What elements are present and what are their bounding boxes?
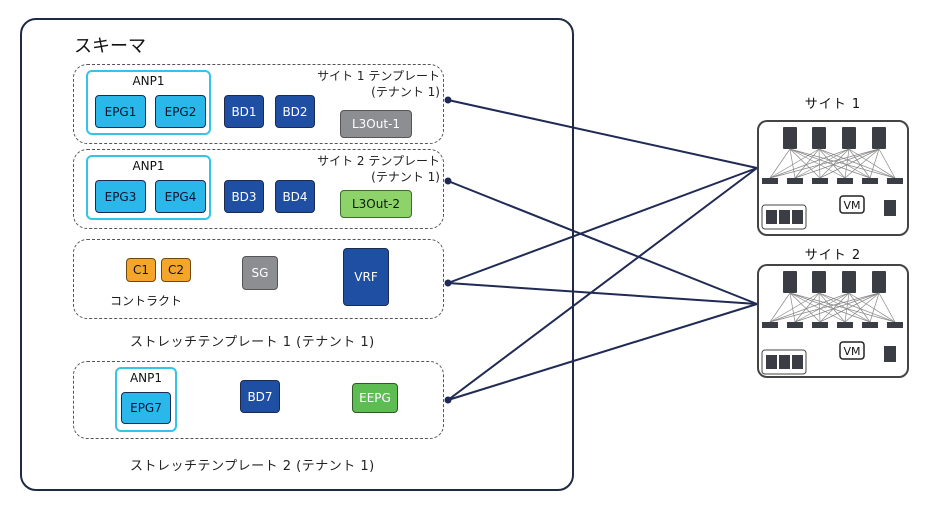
site2-vm-icon	[839, 341, 865, 360]
site1-title: サイト 1	[804, 97, 862, 112]
site2-template	[73, 149, 444, 229]
stretch-template-2-caption: ストレッチテンプレート 2 (テナント 1)	[130, 459, 375, 474]
eepg-box[interactable]: EEPG	[352, 383, 398, 413]
site1-spine-switches	[783, 127, 886, 149]
bd3-box[interactable]: BD3	[224, 180, 264, 213]
site1-spine-icon	[783, 127, 797, 149]
site2-leaf-icon	[812, 322, 828, 328]
site2-template-name: サイト 2 テンプレート	[317, 154, 440, 168]
site2-spine-icon	[812, 271, 826, 293]
epg1-box[interactable]: EPG1	[95, 95, 146, 128]
site1-template-name: サイト 1 テンプレート	[317, 69, 440, 83]
site2-fabric: VM	[761, 271, 903, 375]
connector-stretch2-site2	[447, 303, 758, 401]
site1-vm-icon	[839, 195, 865, 214]
anp-label-t2: ANP1	[132, 159, 165, 173]
epg2-box[interactable]: EPG2	[155, 95, 206, 128]
site2-vm-label: VM	[843, 345, 860, 358]
site1-fabric: VM	[761, 127, 903, 230]
site2-spine-icon	[783, 271, 797, 293]
epg4-box[interactable]: EPG4	[155, 180, 206, 213]
site1-spine-icon	[812, 127, 826, 149]
site1-apic-cluster-icon	[761, 204, 807, 230]
site2-template-tenant: (テナント 1)	[371, 170, 440, 184]
connector-site2tpl-site2	[447, 180, 758, 305]
site1-leaf-icon	[812, 178, 828, 184]
connector-stretch2-site1	[447, 167, 758, 401]
site2-template-label: サイト 2 テンプレート (テナント 1)	[280, 153, 440, 185]
connector-dot-stretch1	[444, 279, 452, 287]
site1-template-label: サイト 1 テンプレート (テナント 1)	[280, 68, 440, 100]
site1-leaf-icon	[762, 178, 778, 184]
epg3-box[interactable]: EPG3	[95, 180, 146, 213]
site1-spine-icon	[872, 127, 886, 149]
contract-c1-box[interactable]: C1	[126, 258, 156, 282]
site1-leaf-icon	[862, 178, 878, 184]
site1-spine-icon	[842, 127, 856, 149]
stretch-template-2	[73, 361, 444, 439]
site2-spine-icon	[872, 271, 886, 293]
connector-lines	[447, 99, 758, 401]
site2-spine-icon	[842, 271, 856, 293]
bd4-box[interactable]: BD4	[275, 180, 315, 213]
connector-dot-stretch2	[444, 396, 452, 404]
site2-server-icon	[884, 346, 896, 362]
site1-leaf-switches	[762, 178, 903, 184]
stretch-template-1	[73, 239, 444, 319]
connector-site1tpl-site1	[447, 99, 758, 169]
site2-leaf-icon	[862, 322, 878, 328]
connector-dot-site1tpl	[444, 96, 452, 104]
site1-leaf-icon	[837, 178, 853, 184]
bd7-box[interactable]: BD7	[240, 380, 280, 413]
site1-server-icon	[884, 200, 896, 216]
site2-leaf-icon	[837, 322, 853, 328]
schema-container	[20, 18, 574, 491]
site2-leaf-icon	[762, 322, 778, 328]
site1-template	[73, 64, 444, 144]
site1-leaf-icon	[887, 178, 903, 184]
site2-apic-cluster-icon	[761, 349, 807, 375]
site1-fabric-links	[769, 148, 896, 179]
contract-label: コントラクト	[110, 294, 183, 308]
site2-title: サイト 2	[804, 248, 862, 263]
bd2-box[interactable]: BD2	[275, 95, 315, 128]
vrf-box[interactable]: VRF	[343, 248, 389, 306]
anp-label-t1: ANP1	[132, 74, 165, 88]
site1-vm-label: VM	[843, 199, 860, 212]
site2-leaf-icon	[887, 322, 903, 328]
epg7-box[interactable]: EPG7	[121, 392, 171, 424]
l3out1-box[interactable]: L3Out-1	[340, 110, 412, 138]
bd1-box[interactable]: BD1	[224, 95, 264, 128]
site1-template-tenant: (テナント 1)	[371, 85, 440, 99]
connector-stretch1-site1	[447, 167, 758, 284]
contract-c2-box[interactable]: C2	[161, 258, 191, 282]
site2-spine-switches	[783, 271, 886, 293]
stretch-template-1-caption: ストレッチテンプレート 1 (テナント 1)	[130, 335, 375, 350]
site1-leaf-icon	[787, 178, 803, 184]
connector-dot-site2tpl	[444, 177, 452, 185]
site2-leaf-icon	[787, 322, 803, 328]
site2-fabric-links	[769, 292, 896, 323]
sg-box[interactable]: SG	[242, 256, 278, 290]
l3out2-box[interactable]: L3Out-2	[340, 190, 412, 218]
anp-label-t4: ANP1	[129, 371, 163, 385]
connector-stretch1-site2	[447, 282, 758, 305]
schema-title: スキーマ	[74, 36, 146, 57]
site2-leaf-switches	[762, 322, 903, 328]
